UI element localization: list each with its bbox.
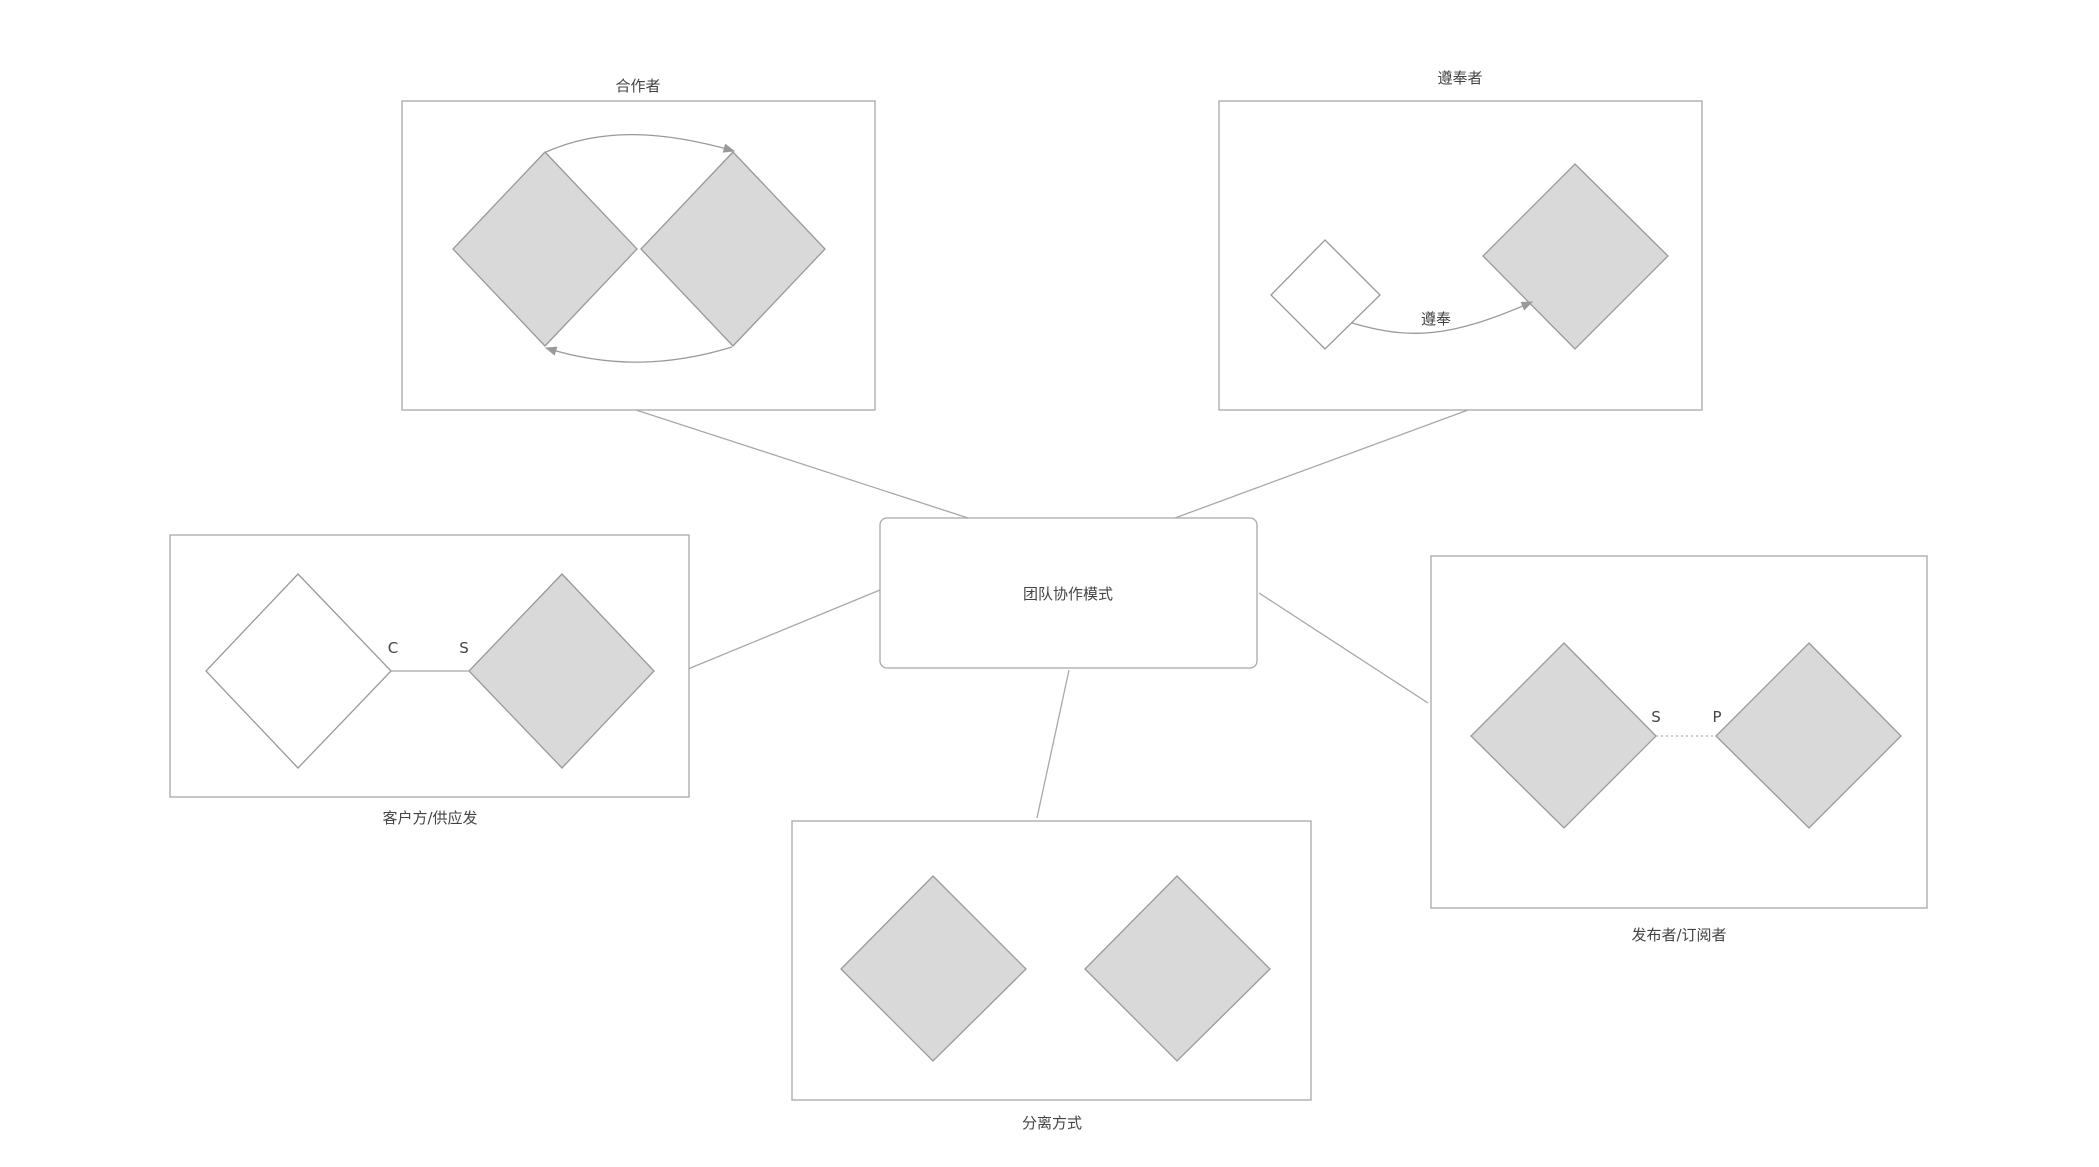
pattern-separate-ways[interactable]: 分离方式 bbox=[791, 820, 1312, 1132]
supplier-tag: S bbox=[459, 639, 469, 657]
conformist-downstream-context bbox=[1270, 239, 1381, 350]
conformist-arrow bbox=[1351, 301, 1534, 334]
subscriber-context bbox=[1470, 642, 1657, 829]
partner-left-context bbox=[452, 151, 638, 347]
conformist-title: 遵奉者 bbox=[1437, 69, 1482, 87]
subscriber-tag: S bbox=[1651, 708, 1661, 726]
publisher-subscriber-title: 发布者/订阅者 bbox=[1631, 926, 1726, 944]
partner-right-context bbox=[640, 151, 826, 347]
central-node-label: 团队协作模式 bbox=[1023, 585, 1113, 603]
partner-title: 合作者 bbox=[615, 77, 660, 95]
supplier-context bbox=[468, 573, 655, 769]
separate-ways-left-context bbox=[840, 875, 1027, 1062]
partner-top-arrow bbox=[545, 134, 736, 153]
connector-separate-ways bbox=[1036, 669, 1070, 819]
connector-customer-supplier bbox=[687, 589, 881, 670]
separate-ways-title: 分离方式 bbox=[1022, 1114, 1082, 1132]
pattern-publisher-subscriber[interactable]: S P 发布者/订阅者 bbox=[1430, 555, 1928, 944]
pattern-partner[interactable]: 合作者 bbox=[401, 77, 876, 411]
conformist-arrow-label: 遵奉 bbox=[1421, 310, 1451, 328]
connector-publisher-subscriber bbox=[1258, 592, 1429, 704]
publisher-tag: P bbox=[1712, 708, 1721, 726]
partner-bottom-arrow bbox=[544, 346, 733, 363]
central-node[interactable]: 团队协作模式 bbox=[879, 517, 1258, 669]
customer-context bbox=[205, 573, 392, 769]
pattern-customer-supplier[interactable]: C S 客户方/供应发 bbox=[169, 534, 690, 827]
connector-conformist bbox=[1174, 409, 1469, 519]
connector-partner bbox=[635, 409, 969, 519]
pattern-conformist[interactable]: 遵奉者 遵奉 bbox=[1218, 69, 1703, 411]
customer-supplier-title: 客户方/供应发 bbox=[382, 809, 477, 827]
separate-ways-right-context bbox=[1084, 875, 1271, 1062]
customer-tag: C bbox=[388, 639, 398, 657]
publisher-context bbox=[1715, 642, 1902, 829]
